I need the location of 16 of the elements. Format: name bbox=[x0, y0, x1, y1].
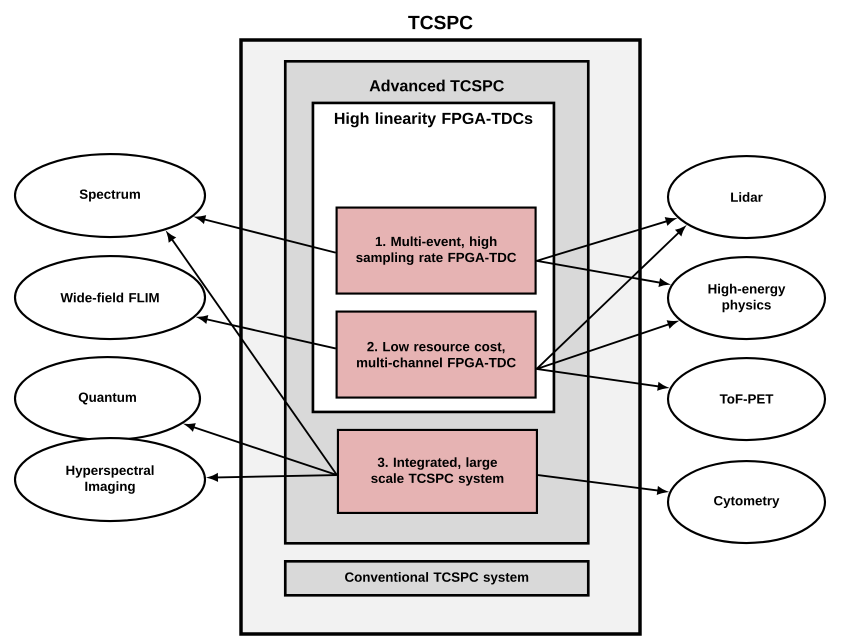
arrow bbox=[536, 320, 677, 370]
arrow bbox=[186, 423, 338, 476]
arrow bbox=[536, 260, 668, 287]
process-box: 2. Low resource cost, multi-channel FPGA-TDC bbox=[336, 310, 537, 399]
process-box: 3. Integrated, large scale TCSPC system bbox=[336, 428, 538, 514]
arrow bbox=[536, 217, 675, 262]
process-box: 1. Multi-event, high sampling rate FPGA-TDC bbox=[336, 206, 537, 295]
system-box: Conventional TCSPC system bbox=[284, 560, 590, 597]
arrow bbox=[166, 232, 338, 476]
arrow bbox=[538, 474, 666, 494]
arrow bbox=[536, 368, 667, 390]
arrow bbox=[208, 473, 337, 482]
arrow bbox=[198, 315, 336, 350]
arrow bbox=[196, 216, 336, 254]
node-label: TCSPC bbox=[408, 16, 473, 30]
arrow bbox=[536, 226, 686, 370]
